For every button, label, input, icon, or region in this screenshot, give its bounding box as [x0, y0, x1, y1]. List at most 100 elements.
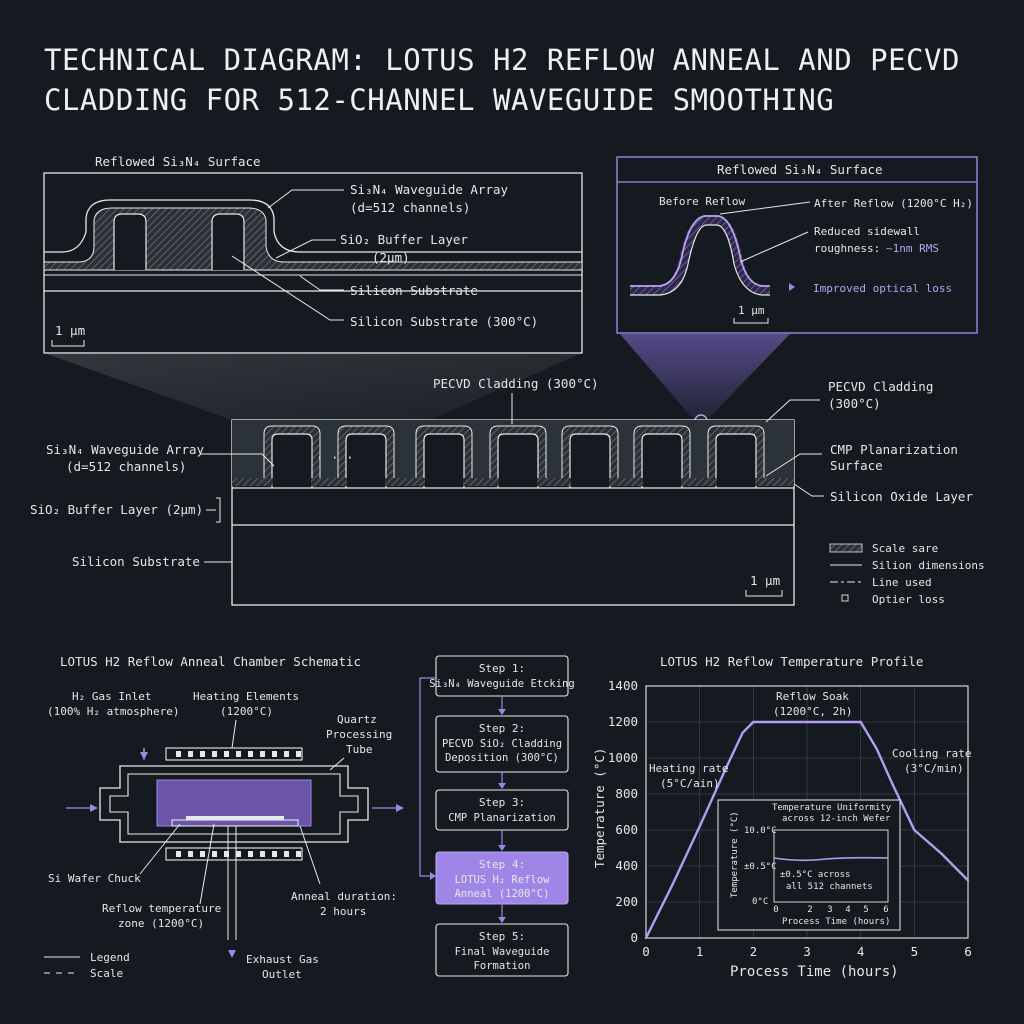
leader-tube [329, 757, 345, 771]
si-wafer [186, 816, 284, 820]
chart-ytick: 600 [615, 822, 638, 837]
chart-ytick: 400 [615, 858, 638, 873]
leader-buffer [275, 239, 336, 259]
flow-arrow-icon [498, 783, 506, 789]
chart-point [939, 852, 943, 855]
inlet-flow-arrow-icon [90, 804, 98, 812]
heater-coil-top [188, 751, 193, 757]
heater-coil-bottom [176, 851, 181, 857]
heater-coil-bottom [212, 851, 217, 857]
process-step-title: Step 2: [479, 722, 525, 735]
chart-xtick: 1 [696, 944, 704, 959]
ridge-gap [643, 477, 681, 488]
chart-point [725, 765, 728, 769]
chamber-gas-inlet-2: (100% H₂ atmosphere) [47, 705, 179, 718]
chart-title: LOTUS H2 Reflow Temperature Profile [660, 654, 923, 669]
legend-item-3: Line used [872, 576, 932, 589]
leader-substrate-temp [231, 255, 344, 321]
heater-coil-bottom [200, 851, 205, 857]
chart-inset-xtick: 0 [773, 905, 778, 915]
heater-coil-top [200, 751, 205, 757]
process-step-title: Step 5: [479, 930, 525, 943]
cs-label-buffer: SiO₂ Buffer Layer (2μm) [30, 502, 203, 517]
flow-loop-arrow-icon [430, 872, 436, 880]
outlet-flow-arrow-icon [396, 804, 404, 812]
chart-point [891, 783, 895, 787]
cs-label-cladding-1: PECVD Cladding [828, 379, 933, 394]
heater-coil-top [296, 751, 301, 757]
chart-inset-ytick-3: 0°C [752, 897, 768, 907]
legend-item-1: Scale sare [872, 542, 938, 555]
chart-series-line [644, 720, 969, 939]
cs-leader-array [200, 453, 275, 467]
inset-left-label-array-2: (d=512 channels) [350, 200, 470, 215]
leader-heating [231, 719, 237, 749]
chamber-title: LOTUS H2 Reflow Anneal Chamber Schematic [60, 654, 361, 669]
inset-left-ridge-2 [211, 213, 245, 270]
chart-inset-ytick-1: 10.0°C [744, 826, 777, 836]
inset-right-profile-hatch [630, 215, 770, 295]
chart-inset-note-1: ±0.5°C across [780, 870, 850, 880]
cs-scale-text: 1 μm [750, 573, 780, 588]
main-cross-section: · · · PECVD Cladding (300°C) Si₃N₄ Waveg… [30, 376, 985, 606]
ridge-core [715, 433, 757, 488]
heater-coil-bottom [236, 851, 241, 857]
inset-right-leader-roughness [739, 231, 809, 263]
process-step-line: PECVD SiO₂ Cladding [442, 738, 562, 750]
ridge-core [271, 433, 313, 488]
heater-coil-bottom [224, 851, 229, 857]
process-step-title: Step 4: [479, 858, 525, 871]
heater-coil-bottom [188, 851, 193, 857]
process-step-line: Si₃N₄ Waveguide Etcking [429, 678, 574, 690]
chart-heating-1: Heating rate [649, 762, 728, 775]
heater-bottom [165, 847, 303, 861]
inset-left-waveguide-hatch [43, 207, 583, 271]
chart-inset-title-2: across 12-inch Wefer [782, 814, 891, 824]
chart-xtick: 4 [857, 944, 865, 959]
chamber-zone-1: Reflow temperature [102, 902, 221, 915]
inset-left-scale-bar [51, 340, 85, 347]
heater-coil-top [236, 751, 241, 757]
cs-label-array-2: (d=512 channels) [66, 459, 186, 474]
chamber-schematic: LOTUS H2 Reflow Anneal Chamber Schematic… [44, 654, 404, 981]
inset-left-ridge-1 [113, 213, 147, 270]
chart-plot-frame [645, 685, 969, 939]
chart-xtick: 0 [642, 944, 650, 959]
flow-arrow-icon [498, 709, 506, 715]
inset-left-label-buffer-1: SiO₂ Buffer Layer [340, 232, 468, 247]
chart-ylabel: Temperature (°C) [592, 748, 607, 868]
chart-ytick: 1000 [608, 750, 638, 765]
chamber-heating-1: Heating Elements [193, 690, 299, 703]
chart-point [913, 828, 916, 832]
process-step-3: Step 3:CMP Planarization [435, 789, 569, 831]
heater-coil-bottom [284, 851, 289, 857]
process-step-line: Final Waveguide [455, 946, 550, 958]
heater-coil-bottom [260, 851, 265, 857]
process-step-line: Deposition (300°C) [445, 752, 559, 764]
chart-inset-plot [773, 829, 889, 903]
inset-left-scale-text: 1 μm [55, 323, 85, 338]
zoom-beam-right [620, 334, 790, 420]
ridge-gap [717, 477, 755, 488]
ridge-gap [273, 477, 311, 488]
chart-ytick: 1200 [608, 714, 638, 729]
ridge-core [345, 433, 387, 488]
ridge-gap [571, 477, 609, 488]
inset-right: Reflowed Si₃N₄ Surface Before Reflow Aft… [616, 156, 978, 334]
chart-cooling-2: (3°C/min) [904, 762, 964, 775]
inset-left: Reflowed Si₃N₄ Surface Si₃N₄ Waveguide A… [43, 154, 583, 354]
chart-ytick: 800 [615, 786, 638, 801]
heater-coil-top [248, 751, 253, 757]
chamber-tube-1: Quartz [337, 713, 377, 726]
chart-inset-xtick: 4 [845, 905, 850, 915]
inset-left-cladding-outline [44, 199, 582, 253]
chamber-heating-2: (1200°C) [220, 705, 273, 718]
ridge-gap [499, 477, 537, 488]
chart-xtick: 5 [911, 944, 919, 959]
ridge-group [232, 425, 794, 488]
chart-inset-ytick-2: ±0.5°C [744, 862, 777, 872]
